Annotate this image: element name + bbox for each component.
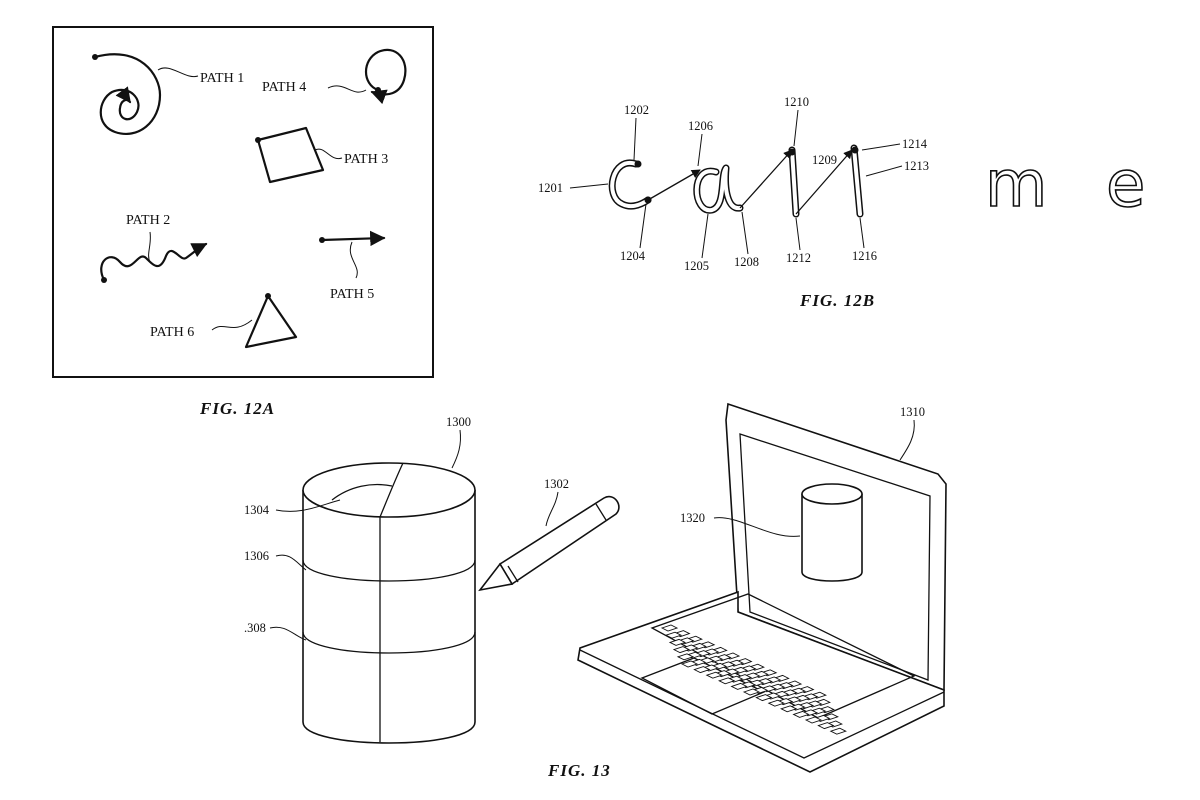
ref-1304: 1304	[244, 503, 270, 517]
keyboard-key	[676, 653, 695, 661]
keyboard-key	[817, 722, 835, 730]
ref-1320: 1320	[680, 511, 705, 525]
ref-1210: 1210	[784, 95, 809, 109]
laptop-keyboard	[660, 624, 847, 735]
ref-1201: 1201	[538, 181, 563, 195]
fig-12a-caption: FIG. 12A	[199, 399, 275, 418]
keyboard-key	[780, 705, 798, 713]
keyboard-key	[664, 631, 683, 639]
keyboard-key	[755, 694, 773, 702]
path-3-square	[256, 126, 325, 184]
ref-1213: 1213	[904, 159, 929, 173]
path-6-label: PATH 6	[150, 325, 194, 340]
path-1-spiral	[93, 53, 162, 135]
path-2-squiggle	[100, 242, 208, 282]
path-1-label: PATH 1	[200, 71, 244, 86]
ref-1208: 1208	[734, 255, 759, 269]
ref-1204: 1204	[620, 249, 646, 263]
laptop	[577, 402, 947, 773]
ref-1202: 1202	[624, 103, 649, 117]
keyboard-key	[668, 638, 687, 646]
path-5-label: PATH 5	[330, 287, 374, 302]
ref-1205: 1205	[684, 259, 709, 273]
handwriting-m: m	[985, 148, 1047, 222]
path-3-label: PATH 3	[344, 152, 388, 167]
keyboard-key	[767, 699, 785, 707]
ref-1302: 1302	[544, 477, 569, 491]
fig-12b-caption: FIG. 12B	[799, 291, 875, 310]
fig-13-caption: FIG. 13	[547, 761, 611, 780]
keyboard-key	[792, 710, 810, 718]
fig-13: 1300 1304 1306 .308 1302	[244, 402, 947, 780]
path-4-label: PATH 4	[262, 80, 306, 95]
keyboard-key	[705, 671, 723, 679]
handwriting-m-strokes	[788, 144, 864, 218]
handwriting-ca	[608, 159, 744, 214]
handwriting-ca-text: ca	[0, 0, 1, 1]
ref-1214: 1214	[902, 137, 928, 151]
keyboard-key	[672, 646, 691, 654]
keyboard-key	[730, 682, 748, 690]
ref-1310: 1310	[900, 405, 925, 419]
ref-1209: 1209	[812, 153, 837, 167]
ref-1212: 1212	[786, 251, 811, 265]
path-6-triangle	[244, 294, 298, 349]
path-5-arrow	[320, 230, 386, 247]
path-4-loop	[364, 48, 407, 105]
ref-1306: 1306	[244, 549, 269, 563]
path-2-label: PATH 2	[126, 213, 170, 228]
keyboard-key	[680, 660, 699, 668]
keyboard-key	[718, 677, 736, 685]
cylinder-object	[302, 462, 476, 744]
handwriting-e: e	[1106, 148, 1145, 222]
fig-12b: m e 1202 1201 1204 1206 1205 1208 1210 1…	[538, 95, 1146, 310]
keyboard-key	[829, 727, 847, 735]
screen-cylinder-render	[801, 483, 863, 582]
fig-12a-frame	[52, 26, 434, 378]
ref-1300: 1300	[446, 415, 471, 429]
ref-1216: 1216	[852, 249, 877, 263]
keyboard-key	[742, 688, 761, 696]
ref-1308: .308	[244, 621, 266, 635]
fig-12a: PATH 1 PATH 4 PATH 3 PATH 2 PATH 5 PATH …	[52, 26, 434, 418]
keyboard-key	[660, 624, 679, 632]
keyboard-key	[804, 716, 823, 724]
stylus	[478, 495, 620, 592]
keyboard-key	[693, 666, 711, 674]
ref-1206: 1206	[688, 119, 713, 133]
